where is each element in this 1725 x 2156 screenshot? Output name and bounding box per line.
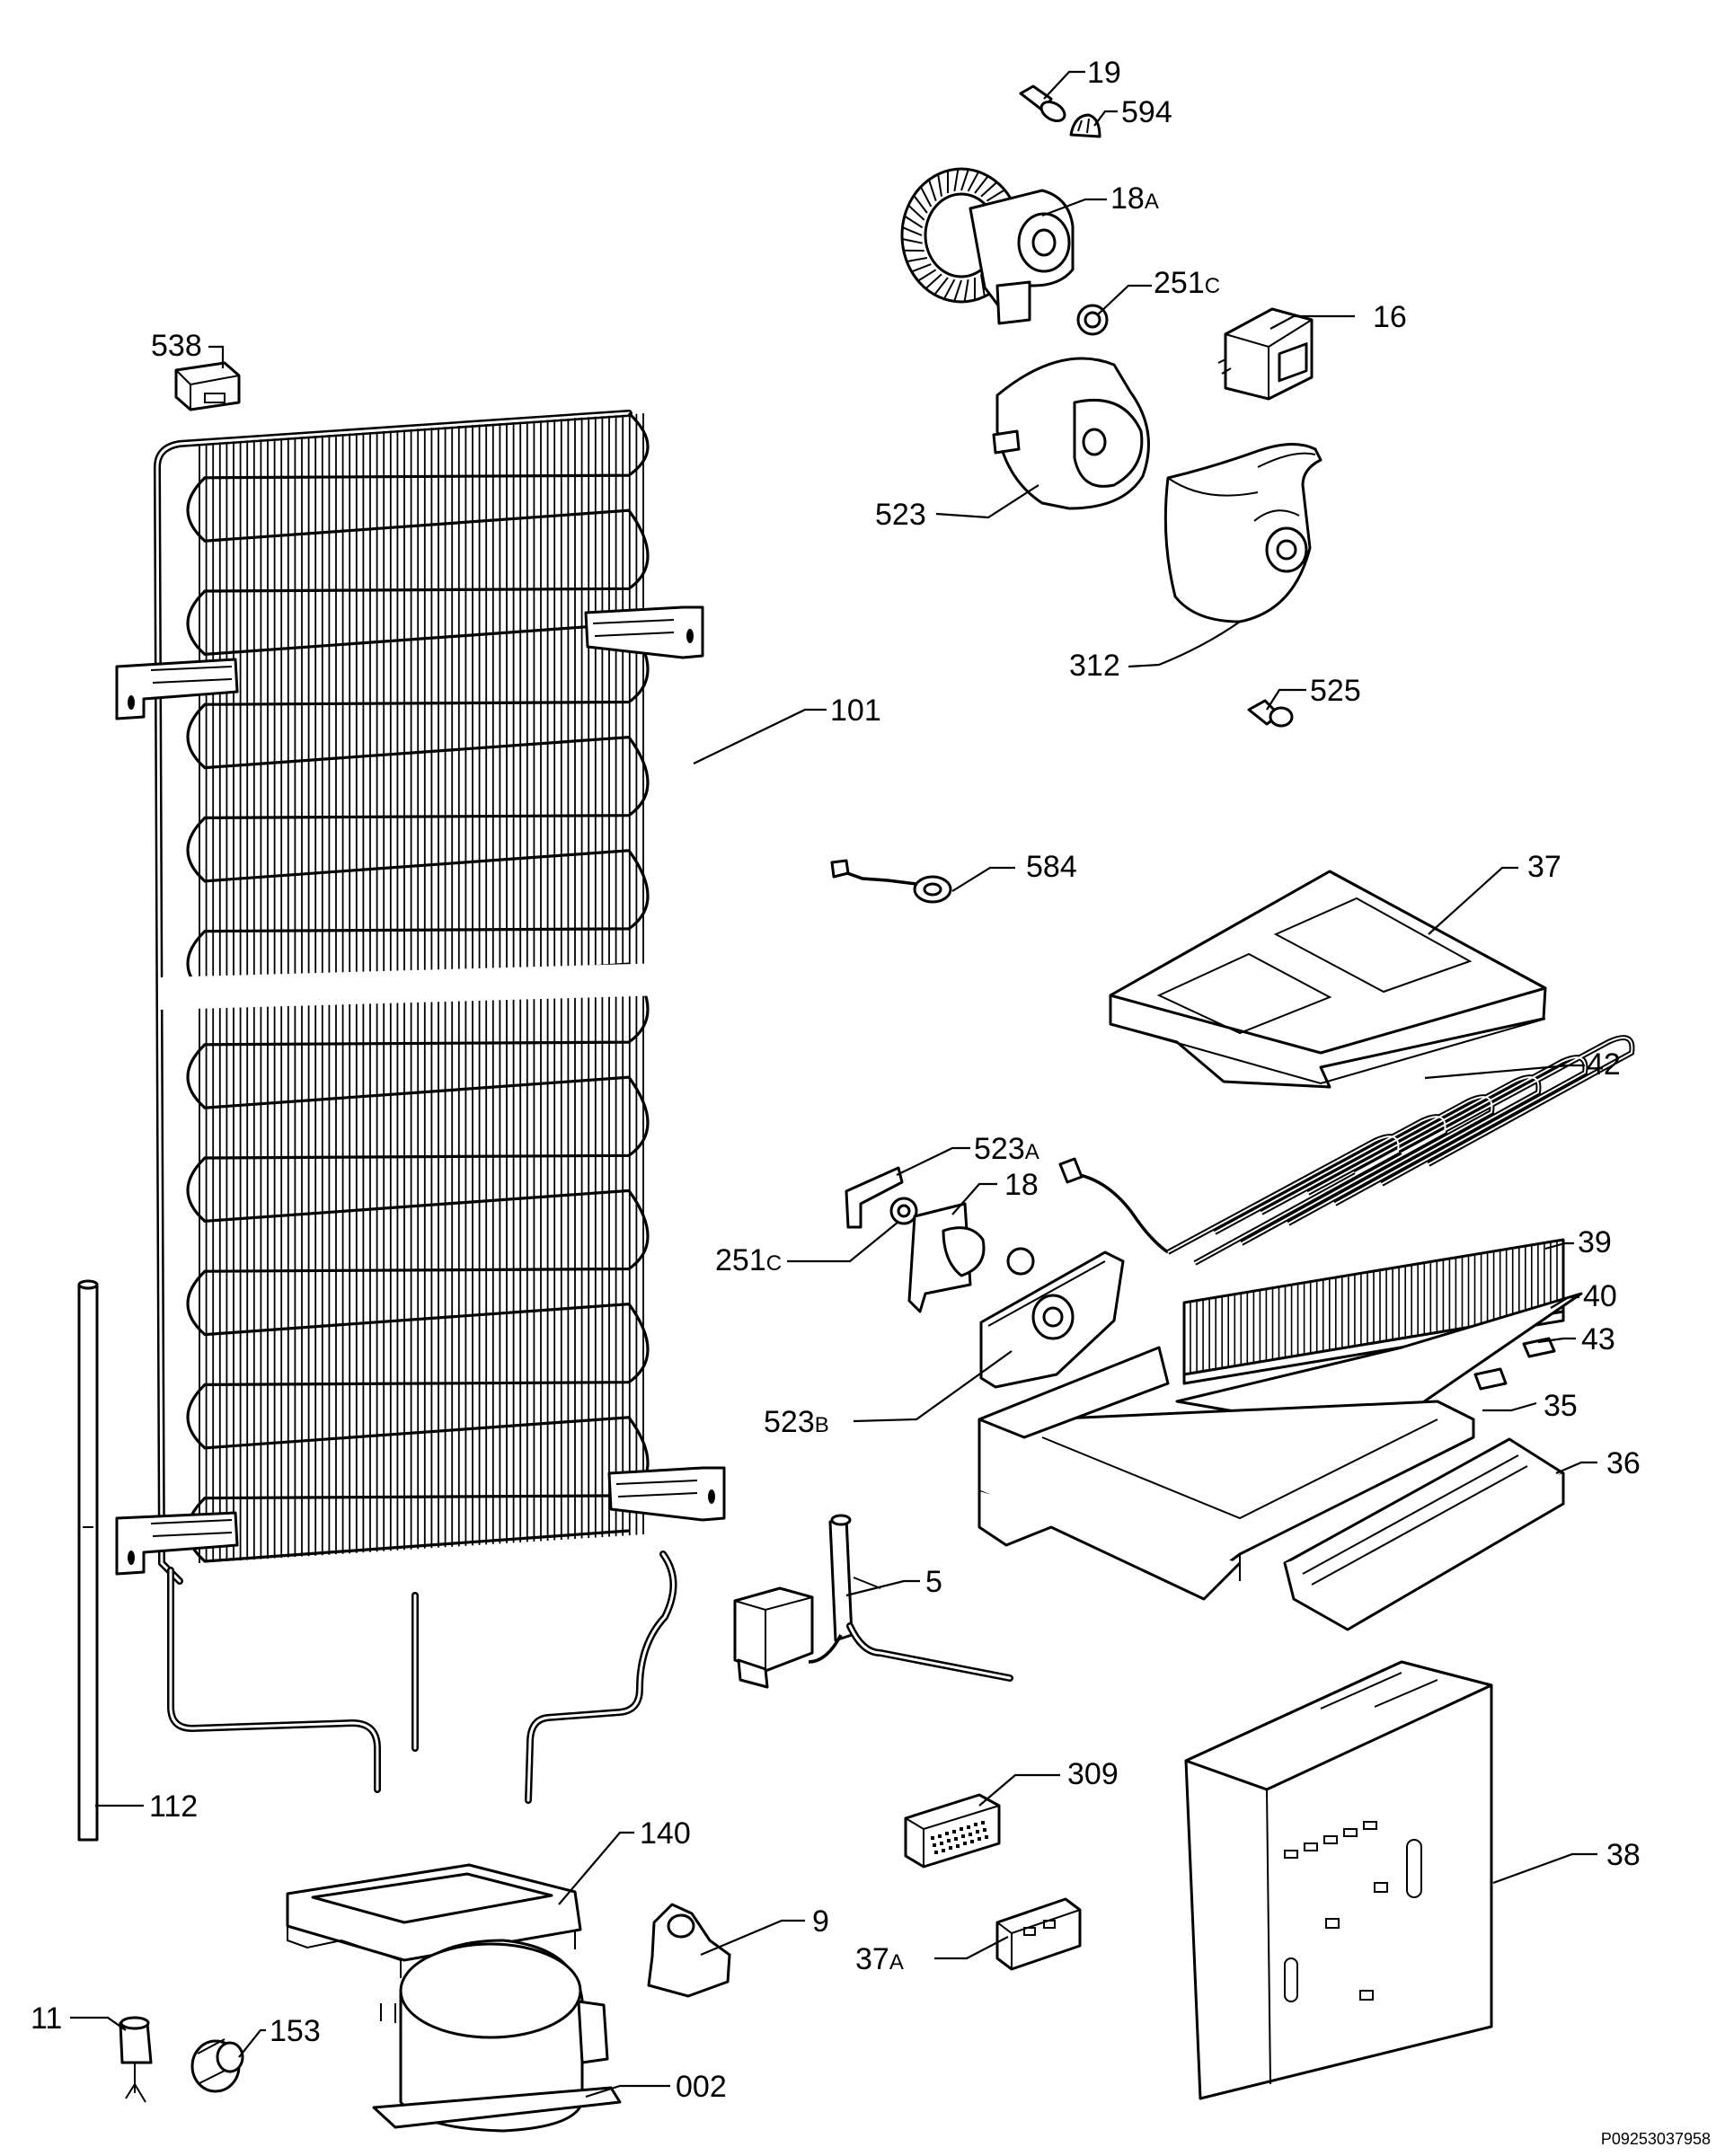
label-37A: 37A [855, 1942, 904, 1976]
part-42-defrost-heater [1058, 1035, 1635, 1266]
part-38-rear-panel [1184, 1660, 1493, 2100]
label-251C-mid: 251C [715, 1243, 782, 1277]
part-18A-fan-motor [900, 167, 1075, 325]
part-37-evaporator-cover [1109, 870, 1547, 1089]
label-9: 9 [812, 1904, 829, 1939]
label-37: 37 [1527, 850, 1561, 884]
condenser-coil [186, 411, 650, 1563]
part-312-air-duct-cover [1163, 442, 1322, 623]
label-39: 39 [1578, 1225, 1612, 1259]
label-538: 538 [151, 329, 202, 363]
part-16-switch [1217, 307, 1314, 401]
part-153-grommet [190, 2038, 244, 2093]
label-40: 40 [1583, 1279, 1617, 1313]
part-523B-fan-plate [979, 1250, 1125, 1389]
condenser-bracket-upper-right [584, 605, 704, 659]
part-594-lamp-cover [1069, 113, 1101, 138]
label-18: 18 [1004, 1168, 1039, 1202]
label-251C-top: 251C [1154, 266, 1220, 300]
part-101-condenser [115, 410, 726, 1804]
part-112-drain-pipe [77, 1279, 99, 1842]
label-38: 38 [1606, 1838, 1641, 1872]
label-112: 112 [149, 1789, 198, 1824]
label-594: 594 [1121, 95, 1172, 129]
part-labels: 19 594 18A 251C 16 538 523 312 525 101 5… [31, 56, 1641, 2104]
label-312: 312 [1069, 649, 1120, 683]
part-525-sensor [1247, 699, 1294, 728]
part-36-drain-channel [1283, 1437, 1565, 1631]
leader-lines [70, 70, 1597, 2099]
label-523: 523 [875, 498, 926, 532]
pcb-components [931, 1821, 988, 1854]
label-16: 16 [1373, 300, 1407, 334]
label-19: 19 [1087, 56, 1121, 90]
label-11: 11 [31, 2001, 62, 2036]
part-35-drip-tray [978, 1346, 1475, 1601]
condenser-bracket-upper-left [115, 658, 239, 720]
part-523-fan-housing [992, 357, 1150, 510]
part-309-control-board [904, 1793, 1001, 1869]
label-42: 42 [1587, 1047, 1621, 1082]
condenser-bracket-lower-left [115, 1511, 239, 1576]
part-523A-bracket [845, 1166, 904, 1229]
label-309: 309 [1067, 1757, 1119, 1791]
label-523A: 523A [974, 1132, 1039, 1166]
part-11-overload-protector [119, 2016, 153, 2103]
label-584: 584 [1026, 850, 1077, 884]
condenser-bracket-lower-right [607, 1466, 726, 1522]
label-153: 153 [270, 2014, 321, 2048]
part-9-relay [647, 1903, 731, 1998]
label-35: 35 [1544, 1389, 1578, 1423]
part-538-connector [174, 361, 241, 411]
label-002: 002 [676, 2070, 727, 2104]
drawing-code: P09253037958 [1600, 2130, 1711, 2148]
label-101: 101 [830, 694, 881, 728]
label-523B: 523B [764, 1405, 829, 1439]
part-19-lamp [1019, 84, 1066, 122]
part-140-compressor-bracket [286, 1863, 582, 1978]
label-140: 140 [640, 1816, 691, 1851]
part-5-filter-drier-valve [733, 1514, 1013, 1689]
part-584-sensor-cable [830, 859, 952, 904]
label-5: 5 [925, 1565, 942, 1599]
part-43-clips [1473, 1337, 1556, 1391]
part-251C-grommet-mid [889, 1197, 918, 1225]
evaporator-fins [1183, 1240, 1564, 1374]
label-36: 36 [1606, 1446, 1641, 1480]
part-002-compressor [372, 1939, 622, 2133]
label-525: 525 [1310, 674, 1361, 708]
label-18A: 18A [1110, 181, 1159, 216]
heater-loops [1166, 1035, 1635, 1266]
part-37A-control-module [995, 1897, 1082, 1971]
label-43: 43 [1581, 1322, 1615, 1356]
part-18-fan [907, 1202, 1035, 1313]
